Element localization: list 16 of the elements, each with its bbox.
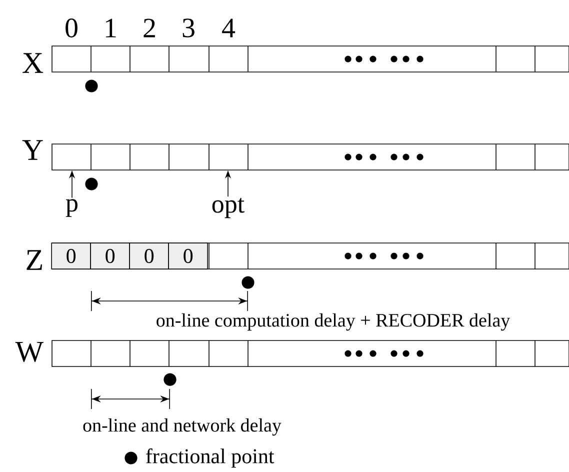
node-label: Z [26, 250, 42, 270]
legend-label: fractional point [146, 448, 274, 468]
node-label: W [15, 342, 44, 362]
zero-cell: 0 [51, 242, 91, 270]
zero-cell: 0 [90, 242, 130, 270]
node-label: Y [22, 140, 43, 160]
zero-cell: 0 [129, 242, 169, 270]
node-label: X [22, 53, 44, 73]
register-row: Y [22, 140, 569, 170]
pointer-label: p [66, 199, 78, 217]
zero-cell: 0 [168, 242, 208, 270]
pointer-label: opt [212, 198, 244, 218]
register-row: W [15, 340, 569, 367]
dimension-label: on-line computation delay + RECODER delay [156, 313, 510, 331]
register-row: X [22, 46, 569, 73]
dimension-label: on-line and network delay [83, 418, 282, 436]
